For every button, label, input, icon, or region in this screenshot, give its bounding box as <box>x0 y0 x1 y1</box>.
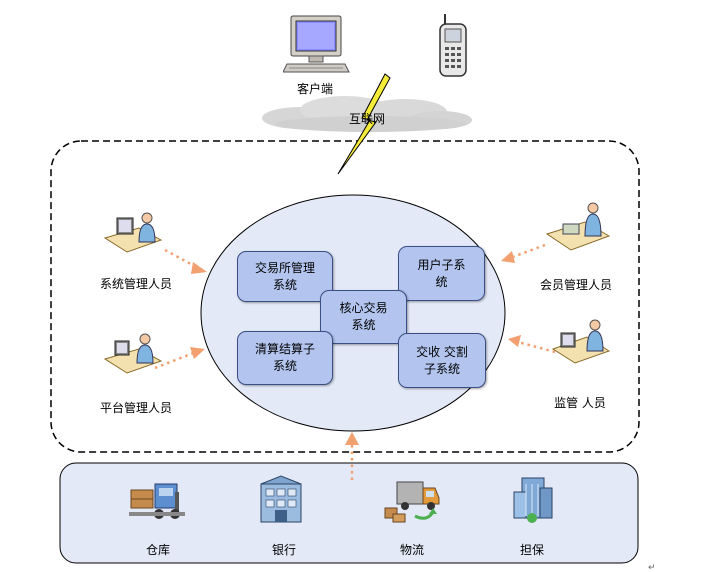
computer-icon <box>283 15 350 73</box>
supervisor-icon <box>551 319 611 364</box>
exchange-mgmt-box: 交易所管理 系统 <box>237 251 333 302</box>
internet-label: 互联网 <box>348 112 385 126</box>
exchange-mgmt-line2: 系统 <box>272 277 297 292</box>
member-admin-icon <box>545 202 611 251</box>
logistics-label: 物流 <box>399 543 424 557</box>
platform-admin-icon <box>103 333 163 374</box>
user-subsystem-line2: 统 <box>435 274 448 289</box>
logistics-icon <box>384 481 440 523</box>
client-label: 客户端 <box>296 82 333 96</box>
clearing-line2: 系统 <box>272 359 297 373</box>
delivery-line2: 子系统 <box>423 361 460 376</box>
warehouse-icon <box>129 483 185 519</box>
member-admin-label: 会员管理人员 <box>539 278 612 292</box>
clearing-box: 清算结算子 系统 <box>237 331 333 385</box>
core-trading-box: 核心交易 系统 <box>320 290 407 344</box>
clearing-line1: 清算结算子 <box>254 342 315 356</box>
arrow-head-member-admin <box>501 251 515 263</box>
core-trading-line1: 核心交易 <box>339 301 388 315</box>
svg-text:↵: ↵ <box>648 563 656 572</box>
arrow-head-sys-admin <box>191 262 207 274</box>
lightning-icon <box>337 73 391 175</box>
delivery-line1: 交收 交割 <box>416 344 468 359</box>
mobile-phone-icon <box>439 14 467 77</box>
guarantee-icon <box>513 477 553 523</box>
delivery-box: 交收 交割 子系统 <box>398 333 486 388</box>
user-subsystem-box: 用户子系 统 <box>398 246 485 301</box>
user-subsystem-line1: 用户子系 <box>417 257 466 272</box>
exchange-mgmt-line1: 交易所管理 <box>254 260 315 275</box>
platform-boundary <box>50 140 640 453</box>
platform-admin-label: 平台管理人员 <box>99 401 172 415</box>
arrow-head-supervisor <box>508 335 521 347</box>
partners-bar <box>59 462 639 564</box>
arrow-head-platform-admin <box>190 347 205 359</box>
guarantee-label: 担保 <box>519 543 544 557</box>
bank-icon <box>260 475 302 523</box>
arrow-head-partners <box>345 432 359 445</box>
bank-label: 银行 <box>271 543 296 557</box>
supervisor-label: 监管 人员 <box>554 396 606 410</box>
sys-admin-icon <box>103 212 163 253</box>
core-trading-line2: 系统 <box>351 318 376 332</box>
sys-admin-label: 系统管理人员 <box>99 277 172 291</box>
warehouse-label: 仓库 <box>145 543 170 557</box>
